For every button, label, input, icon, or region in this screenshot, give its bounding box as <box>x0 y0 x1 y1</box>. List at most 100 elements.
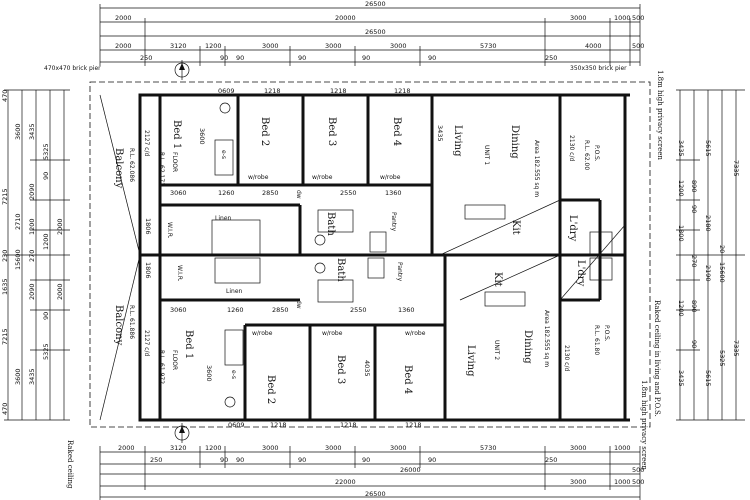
dim-top-r4-5: 3000 <box>390 42 407 50</box>
unit1-unit: UNIT 1 <box>483 145 490 165</box>
unit-2: Balcony R.L. 61.886 FLOOR R.L. 61.972 21… <box>113 258 610 429</box>
unit2-balcony: Balcony <box>113 305 124 346</box>
dim-top-r5-2: 90 <box>236 54 244 62</box>
dim-top-1000: 1000 <box>614 14 631 22</box>
unit1-ldry: L'dry <box>567 215 578 242</box>
dim-left-10: 2090 <box>28 283 36 300</box>
left-dimensions: 470 3600 3435 5325 7215 2090 15600 1200 … <box>1 90 70 421</box>
unit1-d2: 1260 <box>218 189 235 197</box>
unit1-d6: 1806 <box>144 218 152 235</box>
bottom-dimensions: 2000 3120 1200 3000 3000 3000 5730 3000 … <box>99 444 644 500</box>
unit2-bed4: Bed 4 <box>402 365 413 394</box>
dim-bot-r2-5: 90 <box>428 456 436 464</box>
unit1-es: e-s <box>220 150 227 159</box>
dim-bot-r1-6: 5730 <box>480 444 497 452</box>
dim-bot-r1-1: 3120 <box>170 444 187 452</box>
dim-top-r4-7: 4000 <box>585 42 602 50</box>
unit1-wrobe-1: w/robe <box>248 174 269 181</box>
unit2-d1: 3060 <box>170 306 187 314</box>
unit1-d1: 3060 <box>170 189 187 197</box>
note-privacy-top: 1.8m high privacy screen <box>656 70 664 160</box>
dim-bot-r1-8: 1000 <box>614 444 631 452</box>
dim-right-2: 1200 <box>677 180 685 197</box>
dim-left-8: 230 <box>1 250 9 262</box>
dim-right-15: 20 <box>718 245 726 253</box>
unit1-d10: 0609 <box>218 87 235 95</box>
dim-top-r5-1: 90 <box>220 54 228 62</box>
unit1-ceil2: 2127 c/d <box>143 130 150 156</box>
unit1-bath: Bath <box>325 212 336 236</box>
unit2-bath: Bath <box>335 258 346 282</box>
unit2-ceil: 2130 c/d <box>563 345 570 371</box>
north-arrow-top-icon <box>174 60 190 80</box>
unit2-floor-rl: R.L. 61.972 <box>158 350 165 384</box>
dim-bot-r2-3: 90 <box>298 456 306 464</box>
fixtures <box>99 94 626 421</box>
unit2-pos-rl: R.L. 61.80 <box>593 325 600 355</box>
dim-right-8: 1200 <box>677 300 685 317</box>
dim-right-10: 3435 <box>677 370 685 387</box>
unit1-floor-rl: R.L. 62.172 <box>158 152 165 186</box>
unit1-balcony: Balcony <box>113 148 124 189</box>
note-privacy-bottom: 1.8m high privacy screen <box>640 380 648 470</box>
unit2-d6: 1806 <box>144 262 152 279</box>
dim-bot-r4-2: 1000 <box>614 478 631 486</box>
dim-bot-r1-2: 1200 <box>205 444 222 452</box>
dim-left-3: 5325 <box>42 143 50 160</box>
dim-top-r4-6: 5730 <box>480 42 497 50</box>
unit2-d9b: 1218 <box>340 421 357 429</box>
unit1-wrobe-3: w/robe <box>380 174 401 181</box>
notes: 470x470 brick pier 350x350 brick pier 1.… <box>44 65 664 489</box>
unit1-d8: 3600 <box>198 128 206 145</box>
dim-bot-r2-1: 90 <box>220 456 228 464</box>
unit2-wrobe-1: w/robe <box>252 330 273 337</box>
dim-top-total: 26500 <box>365 0 386 8</box>
dim-right-11: 5615 <box>704 370 712 387</box>
dim-right-16: 15600 <box>718 262 726 283</box>
unit1-bed2: Bed 2 <box>259 117 270 146</box>
unit1-d3: 2850 <box>262 189 279 197</box>
dim-bot-r3-0: 26000 <box>400 466 421 474</box>
dim-left-15: 3600 <box>14 368 22 385</box>
dim-left-17: 90 <box>42 172 50 180</box>
unit2-living: Living <box>465 345 476 377</box>
unit1-d7: 3435 <box>436 125 444 142</box>
unit2-d4: 2550 <box>350 306 367 314</box>
unit2-d7: 4035 <box>363 360 371 377</box>
dim-bot-r2-6: 250 <box>545 456 557 464</box>
unit1-area: Area 182.555 sq m <box>533 140 540 197</box>
unit1-linen: Linen <box>215 215 232 222</box>
unit1-dining: Dining <box>509 125 520 159</box>
note-pier-left: 470x470 brick pier <box>44 65 101 72</box>
dim-left-9: 270 <box>28 250 36 262</box>
unit2-wir: W.I.R. <box>176 265 183 282</box>
unit2-d2: 1260 <box>227 306 244 314</box>
unit1-dw: dw <box>295 190 302 199</box>
unit1-living: Living <box>452 125 463 157</box>
dim-left-7: 1200 <box>28 218 36 235</box>
dim-bot-r1-4: 3000 <box>325 444 342 452</box>
dim-left-4: 7215 <box>1 188 9 205</box>
dim-top-r4-4: 3000 <box>325 42 342 50</box>
unit2-bed1: Bed 1 <box>183 330 194 359</box>
dim-left-13: 5325 <box>42 343 50 360</box>
unit2-d9a: 1218 <box>270 421 287 429</box>
unit1-pantry: Pantry <box>390 212 397 232</box>
unit2-d10: 0609 <box>228 421 245 429</box>
dim-top-r5-0: 250 <box>140 54 152 62</box>
unit2-floor: FLOOR <box>171 350 178 370</box>
dim-top-r4-2: 1200 <box>205 42 222 50</box>
dim-right-4: 1800 <box>677 225 685 242</box>
dim-top-2000: 2000 <box>115 14 132 22</box>
dim-bot-r2-4: 90 <box>362 456 370 464</box>
dim-bot-r1-7: 3000 <box>570 444 587 452</box>
dim-right-13: 7335 <box>732 340 740 357</box>
unit2-d5: 1360 <box>398 306 415 314</box>
dim-bot-r4-3: 500 <box>632 478 644 486</box>
unit2-dw: dw <box>295 300 302 309</box>
dim-left-11: 1635 <box>1 278 9 295</box>
unit1-d9c: 1218 <box>394 87 411 95</box>
unit2-ldry: L'dry <box>575 260 586 287</box>
unit1-pos-rl: R.L. 62.00 <box>583 140 590 170</box>
unit1-floor: FLOOR <box>171 152 178 172</box>
